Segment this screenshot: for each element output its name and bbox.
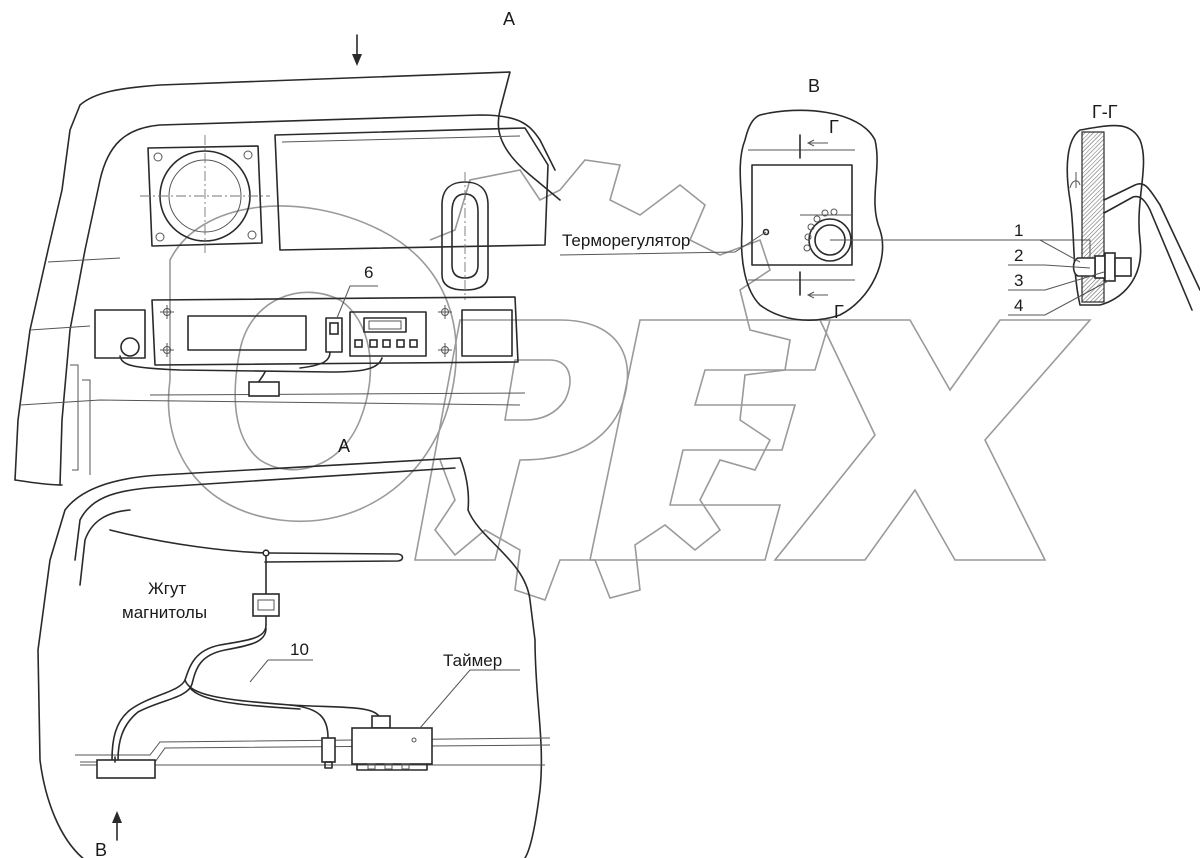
thermostat-annotation: Терморегулятор (562, 231, 690, 250)
callout-10: 10 (290, 640, 309, 659)
cable-plug (321, 737, 336, 769)
thermostat-knob (803, 208, 852, 262)
control-strip (151, 296, 519, 366)
view-a-panel (14, 71, 561, 486)
section-g-g (1008, 124, 1200, 316)
harness-connector (248, 381, 280, 397)
glovebox-latch (441, 172, 489, 300)
view-a-lower-label: А (338, 436, 350, 456)
radio-harness-annotation-line2: магнитолы (122, 603, 207, 622)
callout-4: 4 (1014, 296, 1023, 315)
bolt-fastener (1072, 252, 1132, 282)
speaker-grille (140, 135, 270, 255)
heater-controller-unit (349, 311, 427, 357)
heater-base-unit (96, 756, 156, 779)
glovebox-outline (274, 127, 549, 251)
view-b-arrow (112, 811, 122, 841)
timer-annotation: Таймер (443, 651, 502, 670)
radio-harness-connector (252, 593, 280, 626)
view-a-lower (37, 457, 551, 858)
left-relay-box (94, 309, 146, 359)
switch-item-6 (325, 317, 343, 353)
view-b-title: В (808, 76, 820, 96)
watermark-logo (167, 159, 1092, 602)
callout-6: 6 (364, 263, 373, 282)
callout-3: 3 (1014, 271, 1023, 290)
section-title: Г-Г (1092, 102, 1118, 122)
radio-harness-annotation-line1: Жгут (148, 579, 186, 598)
section-mark-bottom: Г (834, 302, 844, 322)
view-a-label: А (503, 9, 515, 29)
callout-2: 2 (1014, 246, 1023, 265)
view-a-arrow (352, 34, 362, 66)
labels: А А В В Г Г Г-Г 6 10 1 2 3 4 Терморегуля… (95, 9, 1118, 858)
callout-1: 1 (1014, 221, 1023, 240)
timer-unit (351, 715, 433, 771)
view-b-arrow-label: В (95, 840, 107, 858)
section-mark-top: Г (829, 117, 839, 137)
